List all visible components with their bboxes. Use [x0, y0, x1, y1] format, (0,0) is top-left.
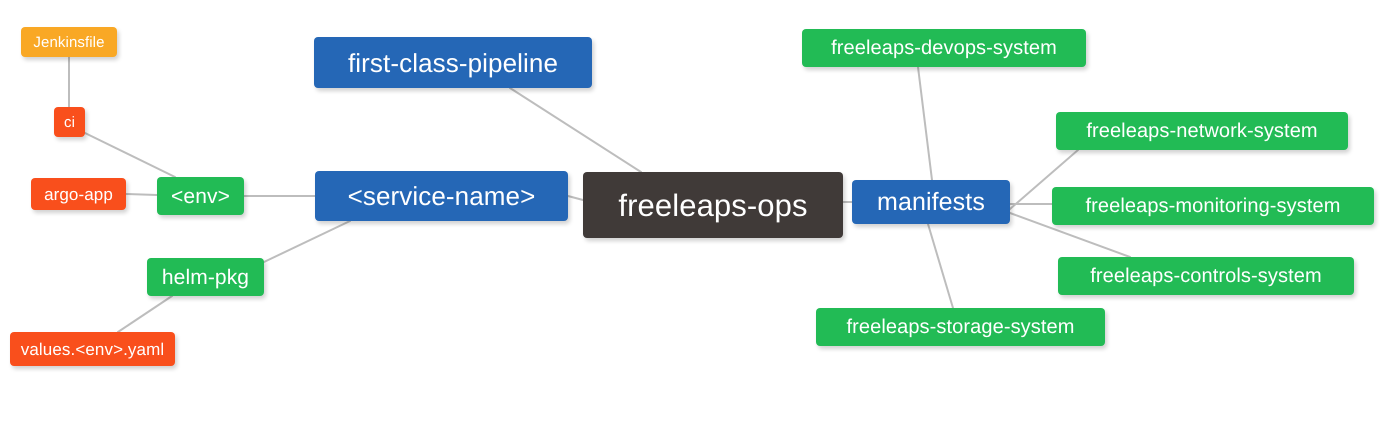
edge-manifests-to-freeleaps-storage-system [927, 223, 954, 309]
node-jenkinsfile[interactable]: Jenkinsfile [21, 27, 117, 57]
edge-helm-pkg-to-values-env-yaml [117, 295, 173, 333]
node-helm-pkg[interactable]: helm-pkg [147, 258, 264, 296]
node-manifests[interactable]: manifests [852, 180, 1010, 224]
node-ci[interactable]: ci [54, 107, 85, 137]
node-freeleaps-devops-system[interactable]: freeleaps-devops-system [802, 29, 1086, 67]
edge-service-name-to-helm-pkg [263, 220, 351, 263]
edge-env-to-ci [84, 132, 176, 178]
node-env[interactable]: <env> [157, 177, 244, 215]
node-freeleaps-storage-system[interactable]: freeleaps-storage-system [816, 308, 1105, 346]
edge-freeleaps-ops-to-service-name [567, 195, 584, 201]
node-freeleaps-ops[interactable]: freeleaps-ops [583, 172, 843, 238]
edge-freeleaps-ops-to-first-class-pipeline [509, 87, 642, 173]
node-service-name[interactable]: <service-name> [315, 171, 568, 221]
edge-manifests-to-freeleaps-devops-system [917, 66, 933, 181]
node-values-env-yaml[interactable]: values.<env>.yaml [10, 332, 175, 366]
node-freeleaps-controls-system[interactable]: freeleaps-controls-system [1058, 257, 1354, 295]
edge-env-to-argo-app [125, 193, 158, 196]
node-freeleaps-monitoring-system[interactable]: freeleaps-monitoring-system [1052, 187, 1374, 225]
node-argo-app[interactable]: argo-app [31, 178, 126, 210]
node-freeleaps-network-system[interactable]: freeleaps-network-system [1056, 112, 1348, 150]
node-first-class-pipeline[interactable]: first-class-pipeline [314, 37, 592, 88]
